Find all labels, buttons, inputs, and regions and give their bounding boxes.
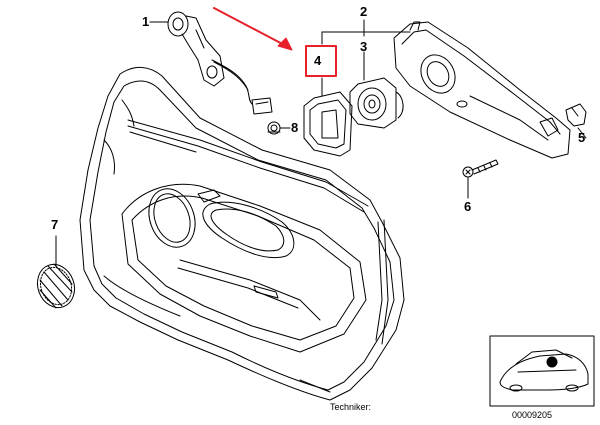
loudspeaker (349, 77, 404, 129)
screw (462, 159, 499, 178)
leader-lines (55, 19, 587, 267)
locator-inset (489, 335, 595, 407)
clip-part-8 (267, 121, 281, 135)
diagram-number: 00009205 (512, 410, 553, 420)
callout-3: 3 (360, 39, 368, 54)
callout-5: 5 (578, 130, 586, 145)
callout-6: 6 (464, 199, 472, 214)
door-trim-panel (79, 67, 405, 401)
tweeter-assembly (167, 11, 273, 115)
red-highlight (213, 7, 337, 77)
highlight-box (305, 45, 337, 77)
speaker-enclosure (393, 21, 571, 159)
callout-8: 8 (291, 120, 299, 135)
clip-nut (565, 103, 587, 127)
callout-2: 2 (360, 4, 368, 19)
techniker-label: Techniker: (330, 402, 372, 412)
highlight-arrow-head (277, 37, 293, 51)
locator-dot (546, 356, 558, 368)
speaker-mount-ring (303, 91, 353, 157)
highlight-arrow-line (213, 7, 291, 49)
speaker-grille (36, 263, 76, 309)
callout-4: 4 (314, 53, 322, 68)
callout-7: 7 (51, 217, 59, 232)
callout-1: 1 (142, 14, 150, 29)
